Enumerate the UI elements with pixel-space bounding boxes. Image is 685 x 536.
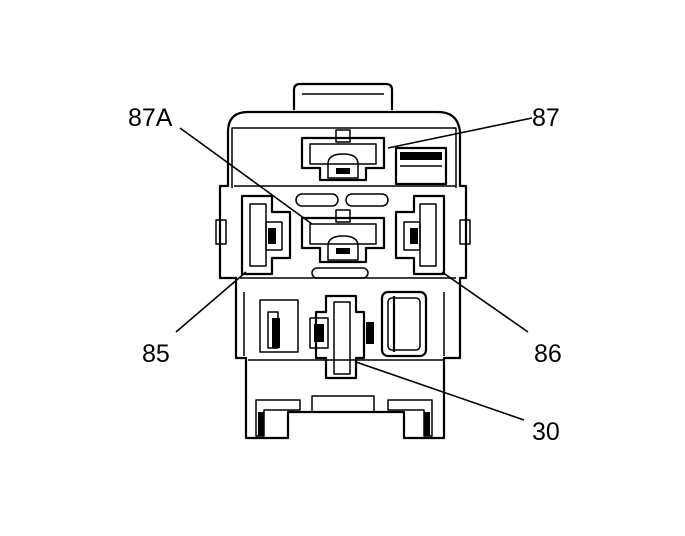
cavity-87 <box>300 129 386 182</box>
leader-87 <box>387 117 533 149</box>
oval-slot <box>311 267 369 279</box>
leader-30 <box>355 361 525 421</box>
cavity-87a <box>300 209 386 264</box>
label-30: 30 <box>532 418 560 446</box>
leader-87a <box>179 127 313 225</box>
square-socket <box>394 146 448 186</box>
cavity-85 <box>240 194 292 276</box>
slot-row <box>295 193 389 207</box>
label-87a: 87A <box>128 104 173 132</box>
label-86: 86 <box>534 340 562 368</box>
leader-86 <box>441 271 529 333</box>
label-85: 85 <box>142 340 170 368</box>
cavity-86 <box>394 194 446 276</box>
rect-socket-lower <box>380 290 428 358</box>
leader-85 <box>175 271 247 333</box>
lower-left-latch <box>259 299 299 353</box>
cavity-30 <box>309 294 374 380</box>
label-87: 87 <box>532 104 560 132</box>
